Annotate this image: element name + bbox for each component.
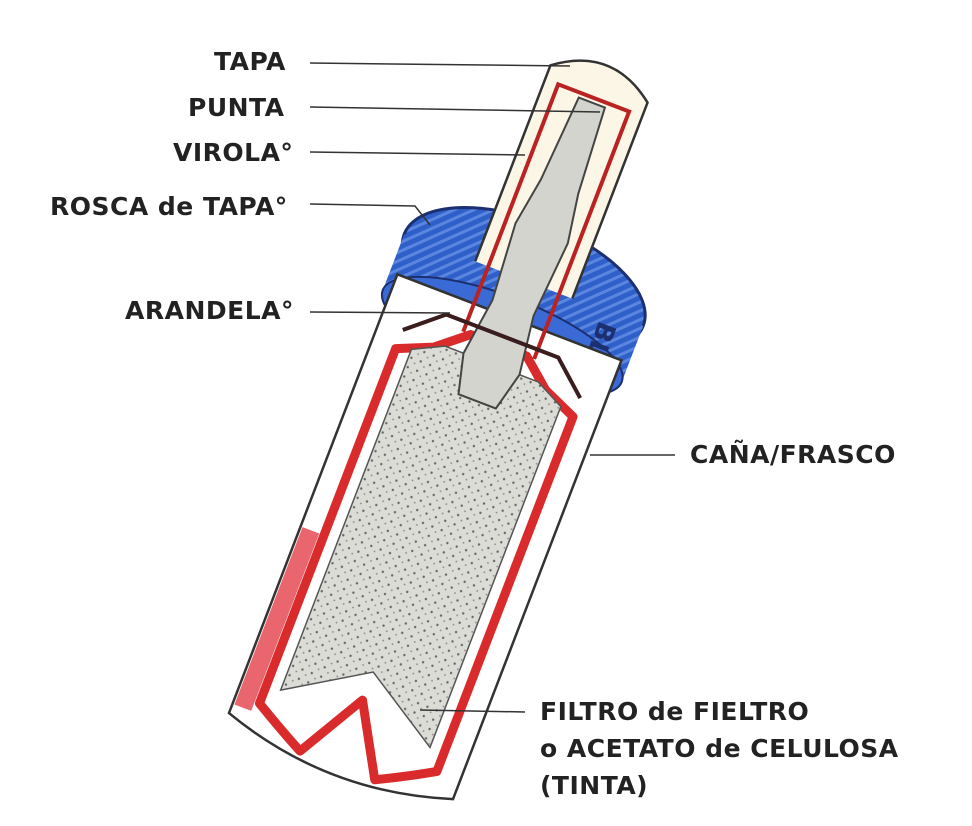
label-filtro-line1: FILTRO de FIELTRO [540, 697, 810, 726]
label-virola: VIROLA° [173, 138, 294, 167]
label-filtro-line2: o ACETATO de CELULOSA [540, 734, 899, 763]
ink-reservoir-wall [254, 330, 578, 785]
label-rosca-de-tapa: ROSCA de TAPA° [50, 192, 288, 221]
label-filtro-line3: (TINTA) [540, 771, 649, 800]
ink-filter [279, 345, 562, 749]
leader-lines [309, 62, 675, 713]
label-arandela: ARANDELA° [125, 296, 294, 325]
washer [402, 312, 582, 399]
label-cana-frasco: CAÑA/FRASCO [690, 440, 896, 469]
nib [457, 96, 607, 410]
label-tapa: TAPA [214, 47, 286, 76]
label-punta: PUNTA [188, 93, 285, 122]
